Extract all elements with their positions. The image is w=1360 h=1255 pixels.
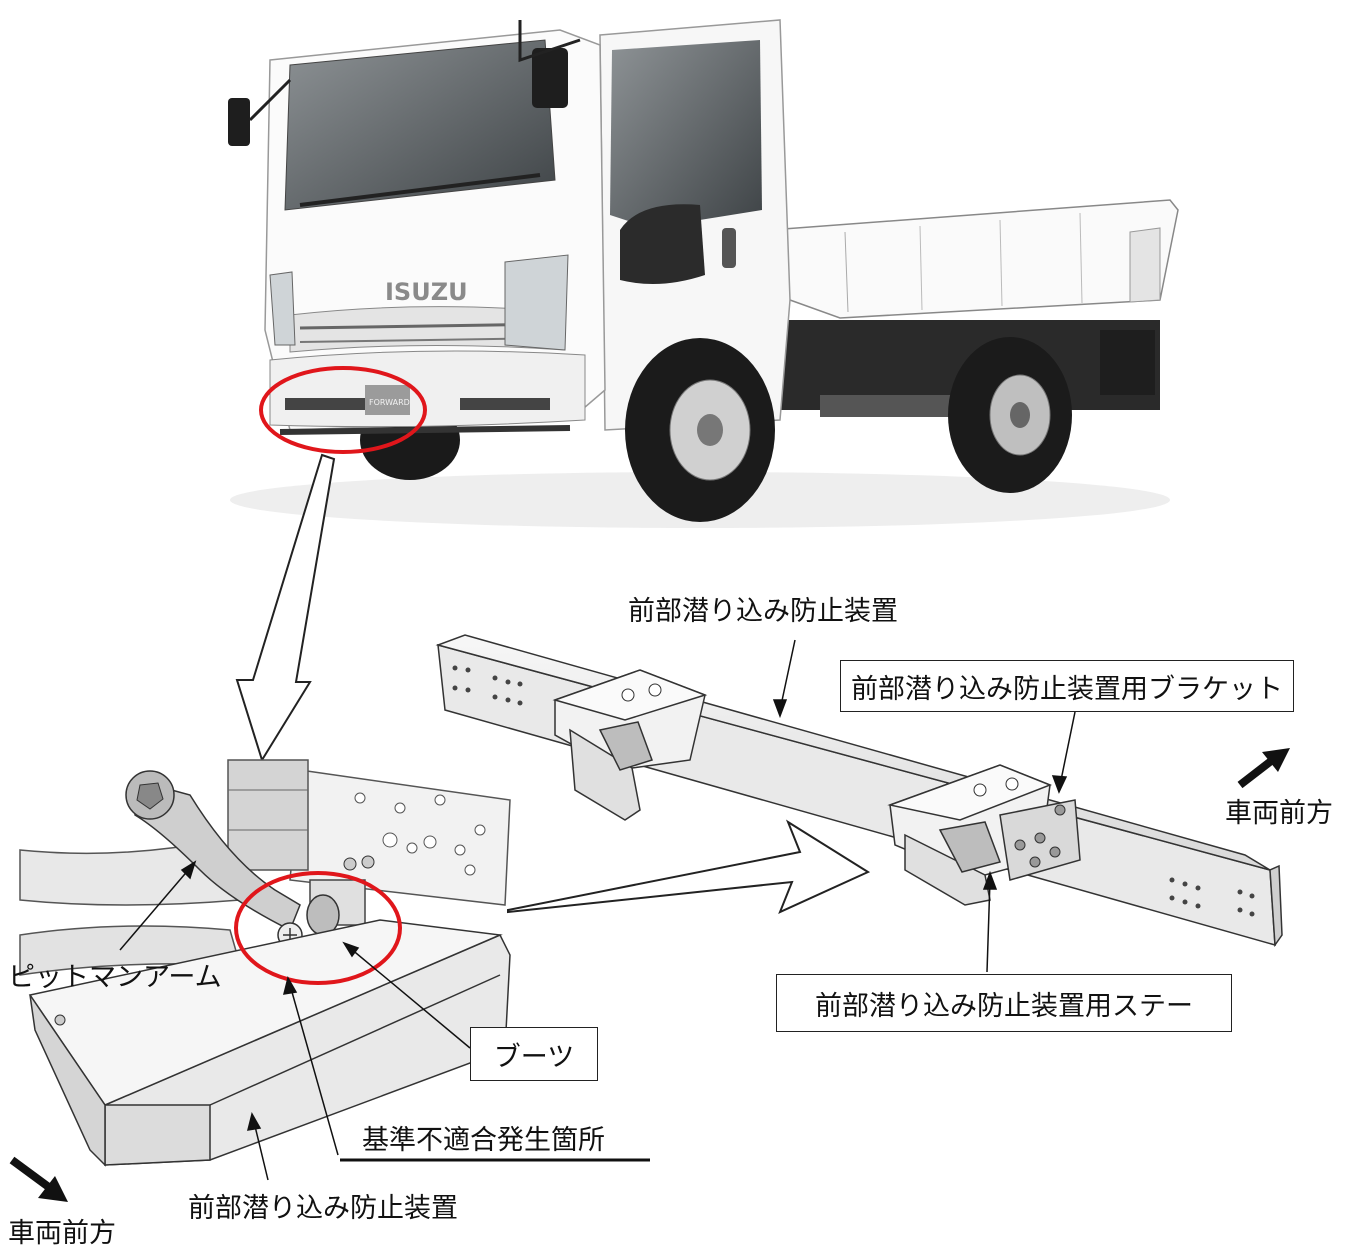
underride-assembly (435, 634, 1283, 948)
plate-text: FORWARD (369, 398, 410, 407)
pointer-right-arrow (507, 819, 871, 914)
bottom-underride-device-label: 前部潜り込み防止装置 (188, 1193, 458, 1224)
bracket-label: 前部潜り込み防止装置用ブラケット (851, 673, 1283, 705)
bracket-label-box: 前部潜り込み防止装置用ブラケット (840, 660, 1294, 712)
forward-arrow-left-icon (9, 1156, 68, 1202)
stay-label-box: 前部潜り込み防止装置用ステー (776, 974, 1232, 1032)
top-underride-device-label: 前部潜り込み防止装置 (628, 596, 898, 627)
pointer-down-arrow (235, 453, 336, 763)
boot-label-box: ブーツ (470, 1027, 598, 1081)
detail-view (19, 759, 511, 1167)
forward-direction-label-left: 車両前方 (8, 1218, 116, 1249)
pitman-arm-label: ピットマンアーム (8, 962, 222, 993)
boot-label: ブーツ (493, 1041, 575, 1073)
forward-arrow-right-icon (1237, 748, 1290, 789)
leader-lines (119, 639, 1076, 1181)
bumper-highlight-ellipse (259, 366, 427, 454)
stay-label: 前部潜り込み防止装置用ステー (815, 990, 1193, 1022)
isuzu-badge: ISUZU (385, 278, 468, 306)
truck-photo: ISUZU FORWARD (228, 19, 1179, 528)
forward-direction-label-right: 車両前方 (1225, 798, 1333, 829)
defect-location-label: 基準不適合発生箇所 (362, 1125, 605, 1156)
defect-highlight-ellipse (234, 871, 402, 985)
